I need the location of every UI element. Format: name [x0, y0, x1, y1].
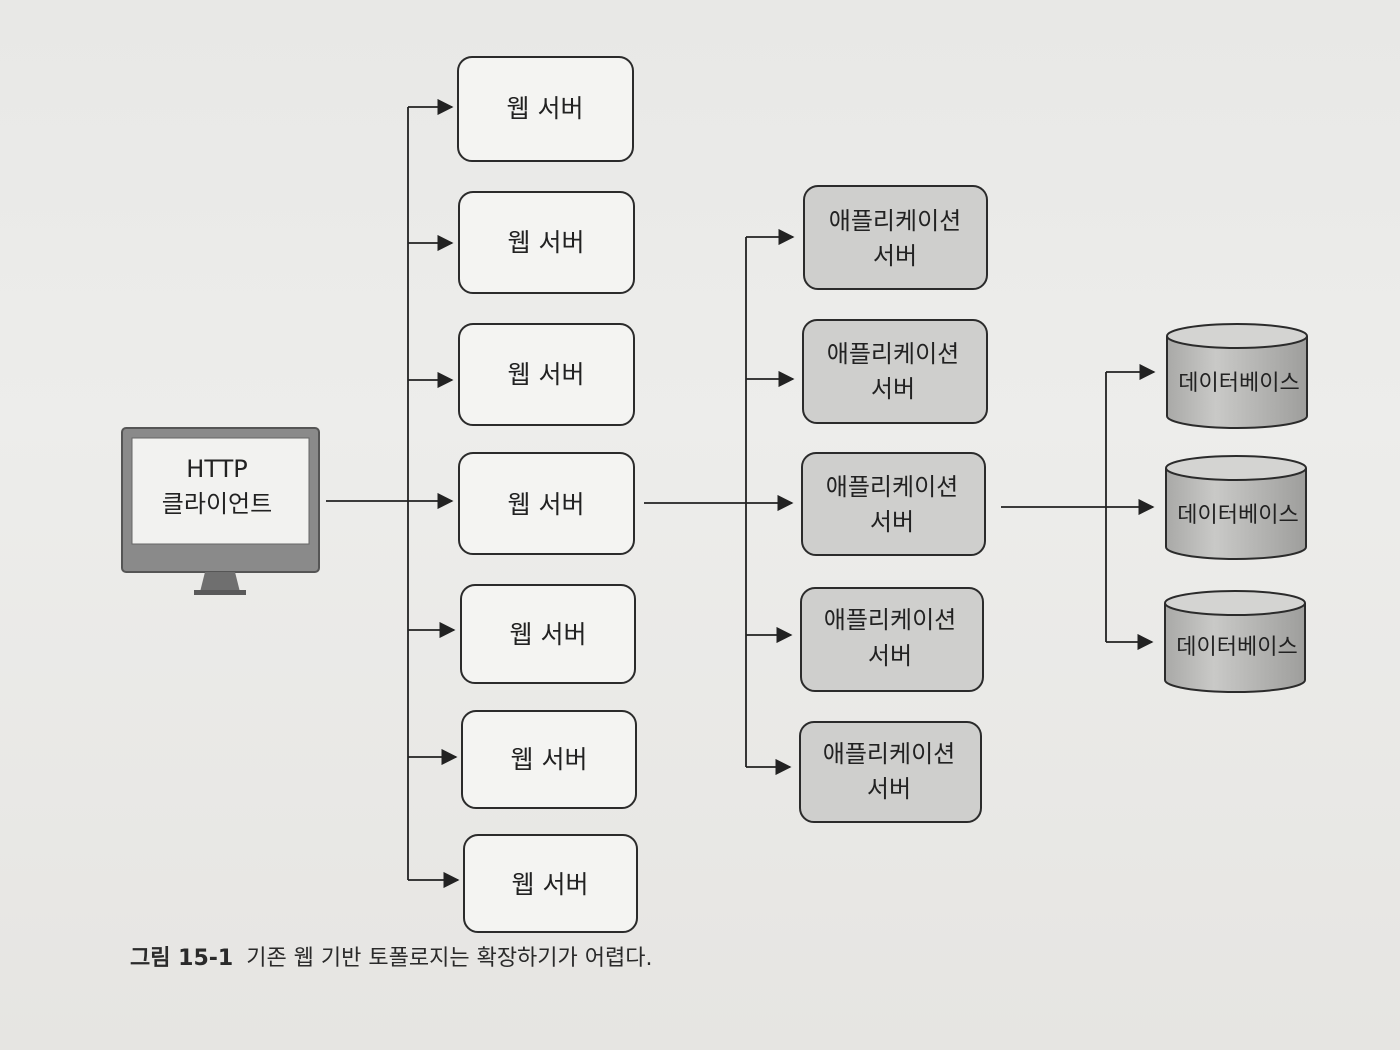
web-server: 웹 서버 — [458, 452, 635, 555]
app-server: 애플리케이션 서버 — [802, 319, 988, 424]
database-cylinder: 데이터베이스 — [1166, 323, 1308, 429]
app-server-label-line1: 애플리케이션 — [824, 606, 956, 634]
http-client-monitor: HTTP 클라이언트 — [121, 427, 320, 595]
app-server-label-line2: 서버 — [867, 775, 911, 803]
database-cylinder: 데이터베이스 — [1165, 455, 1307, 560]
app-branch-arrows — [746, 228, 795, 776]
web-server-label: 웹 서버 — [507, 94, 584, 123]
app-server-label-line2: 서버 — [873, 242, 917, 270]
monitor-stand — [200, 572, 240, 592]
db-branch-arrows — [1106, 363, 1156, 651]
web-server: 웹 서버 — [458, 191, 635, 294]
app-server-label-line2: 서버 — [870, 508, 914, 536]
app-server: 애플리케이션 서버 — [801, 452, 986, 556]
database-cylinder: 데이터베이스 — [1164, 590, 1306, 693]
database-label: 데이터베이스 — [1176, 635, 1297, 660]
client-label-line1: HTTP — [186, 455, 247, 483]
database-column: 데이터베이스 데이터베이스 데이터베이스 — [1164, 323, 1308, 693]
database-label: 데이터베이스 — [1177, 503, 1298, 528]
app-server-label-line2: 서버 — [868, 642, 912, 670]
app-server-label-line1: 애플리케이션 — [823, 740, 955, 768]
web-server: 웹 서버 — [460, 584, 636, 684]
web-server-label: 웹 서버 — [512, 870, 589, 899]
client-label-line2: 클라이언트 — [162, 490, 272, 518]
web-server: 웹 서버 — [463, 834, 638, 933]
app-server: 애플리케이션 서버 — [803, 185, 988, 290]
web-server: 웹 서버 — [461, 710, 637, 809]
database-label: 데이터베이스 — [1178, 371, 1299, 396]
web-server-label: 웹 서버 — [508, 228, 585, 257]
figure-caption: 그림 15-1 기존 웹 기반 토폴로지는 확장하기가 어렵다. — [130, 940, 652, 972]
web-server: 웹 서버 — [458, 323, 635, 426]
app-server-label-line1: 애플리케이션 — [827, 340, 959, 368]
app-server-column: 애플리케이션 서버 애플리케이션 서버 애플리케이션 서버 애플리케이션 서버 … — [799, 185, 988, 823]
web-server-label: 웹 서버 — [508, 360, 585, 389]
web-server: 웹 서버 — [457, 56, 634, 162]
app-server: 애플리케이션 서버 — [799, 721, 982, 823]
web-server-label: 웹 서버 — [510, 620, 587, 649]
figure-number: 그림 15-1 — [130, 946, 234, 971]
web-branch-arrows — [408, 98, 460, 889]
web-server-label: 웹 서버 — [508, 490, 585, 519]
monitor-base — [194, 590, 246, 595]
figure-caption-text: 기존 웹 기반 토폴로지는 확장하기가 어렵다. — [246, 946, 653, 971]
app-server-label-line1: 애플리케이션 — [826, 473, 958, 501]
web-server-label: 웹 서버 — [511, 745, 588, 774]
app-server-label-line1: 애플리케이션 — [829, 207, 961, 235]
app-server: 애플리케이션 서버 — [800, 587, 984, 692]
app-server-label-line2: 서버 — [871, 375, 915, 403]
monitor-screen — [131, 437, 310, 545]
web-server-column: 웹 서버 웹 서버 웹 서버 웹 서버 웹 서버 웹 서버 — [457, 56, 638, 933]
